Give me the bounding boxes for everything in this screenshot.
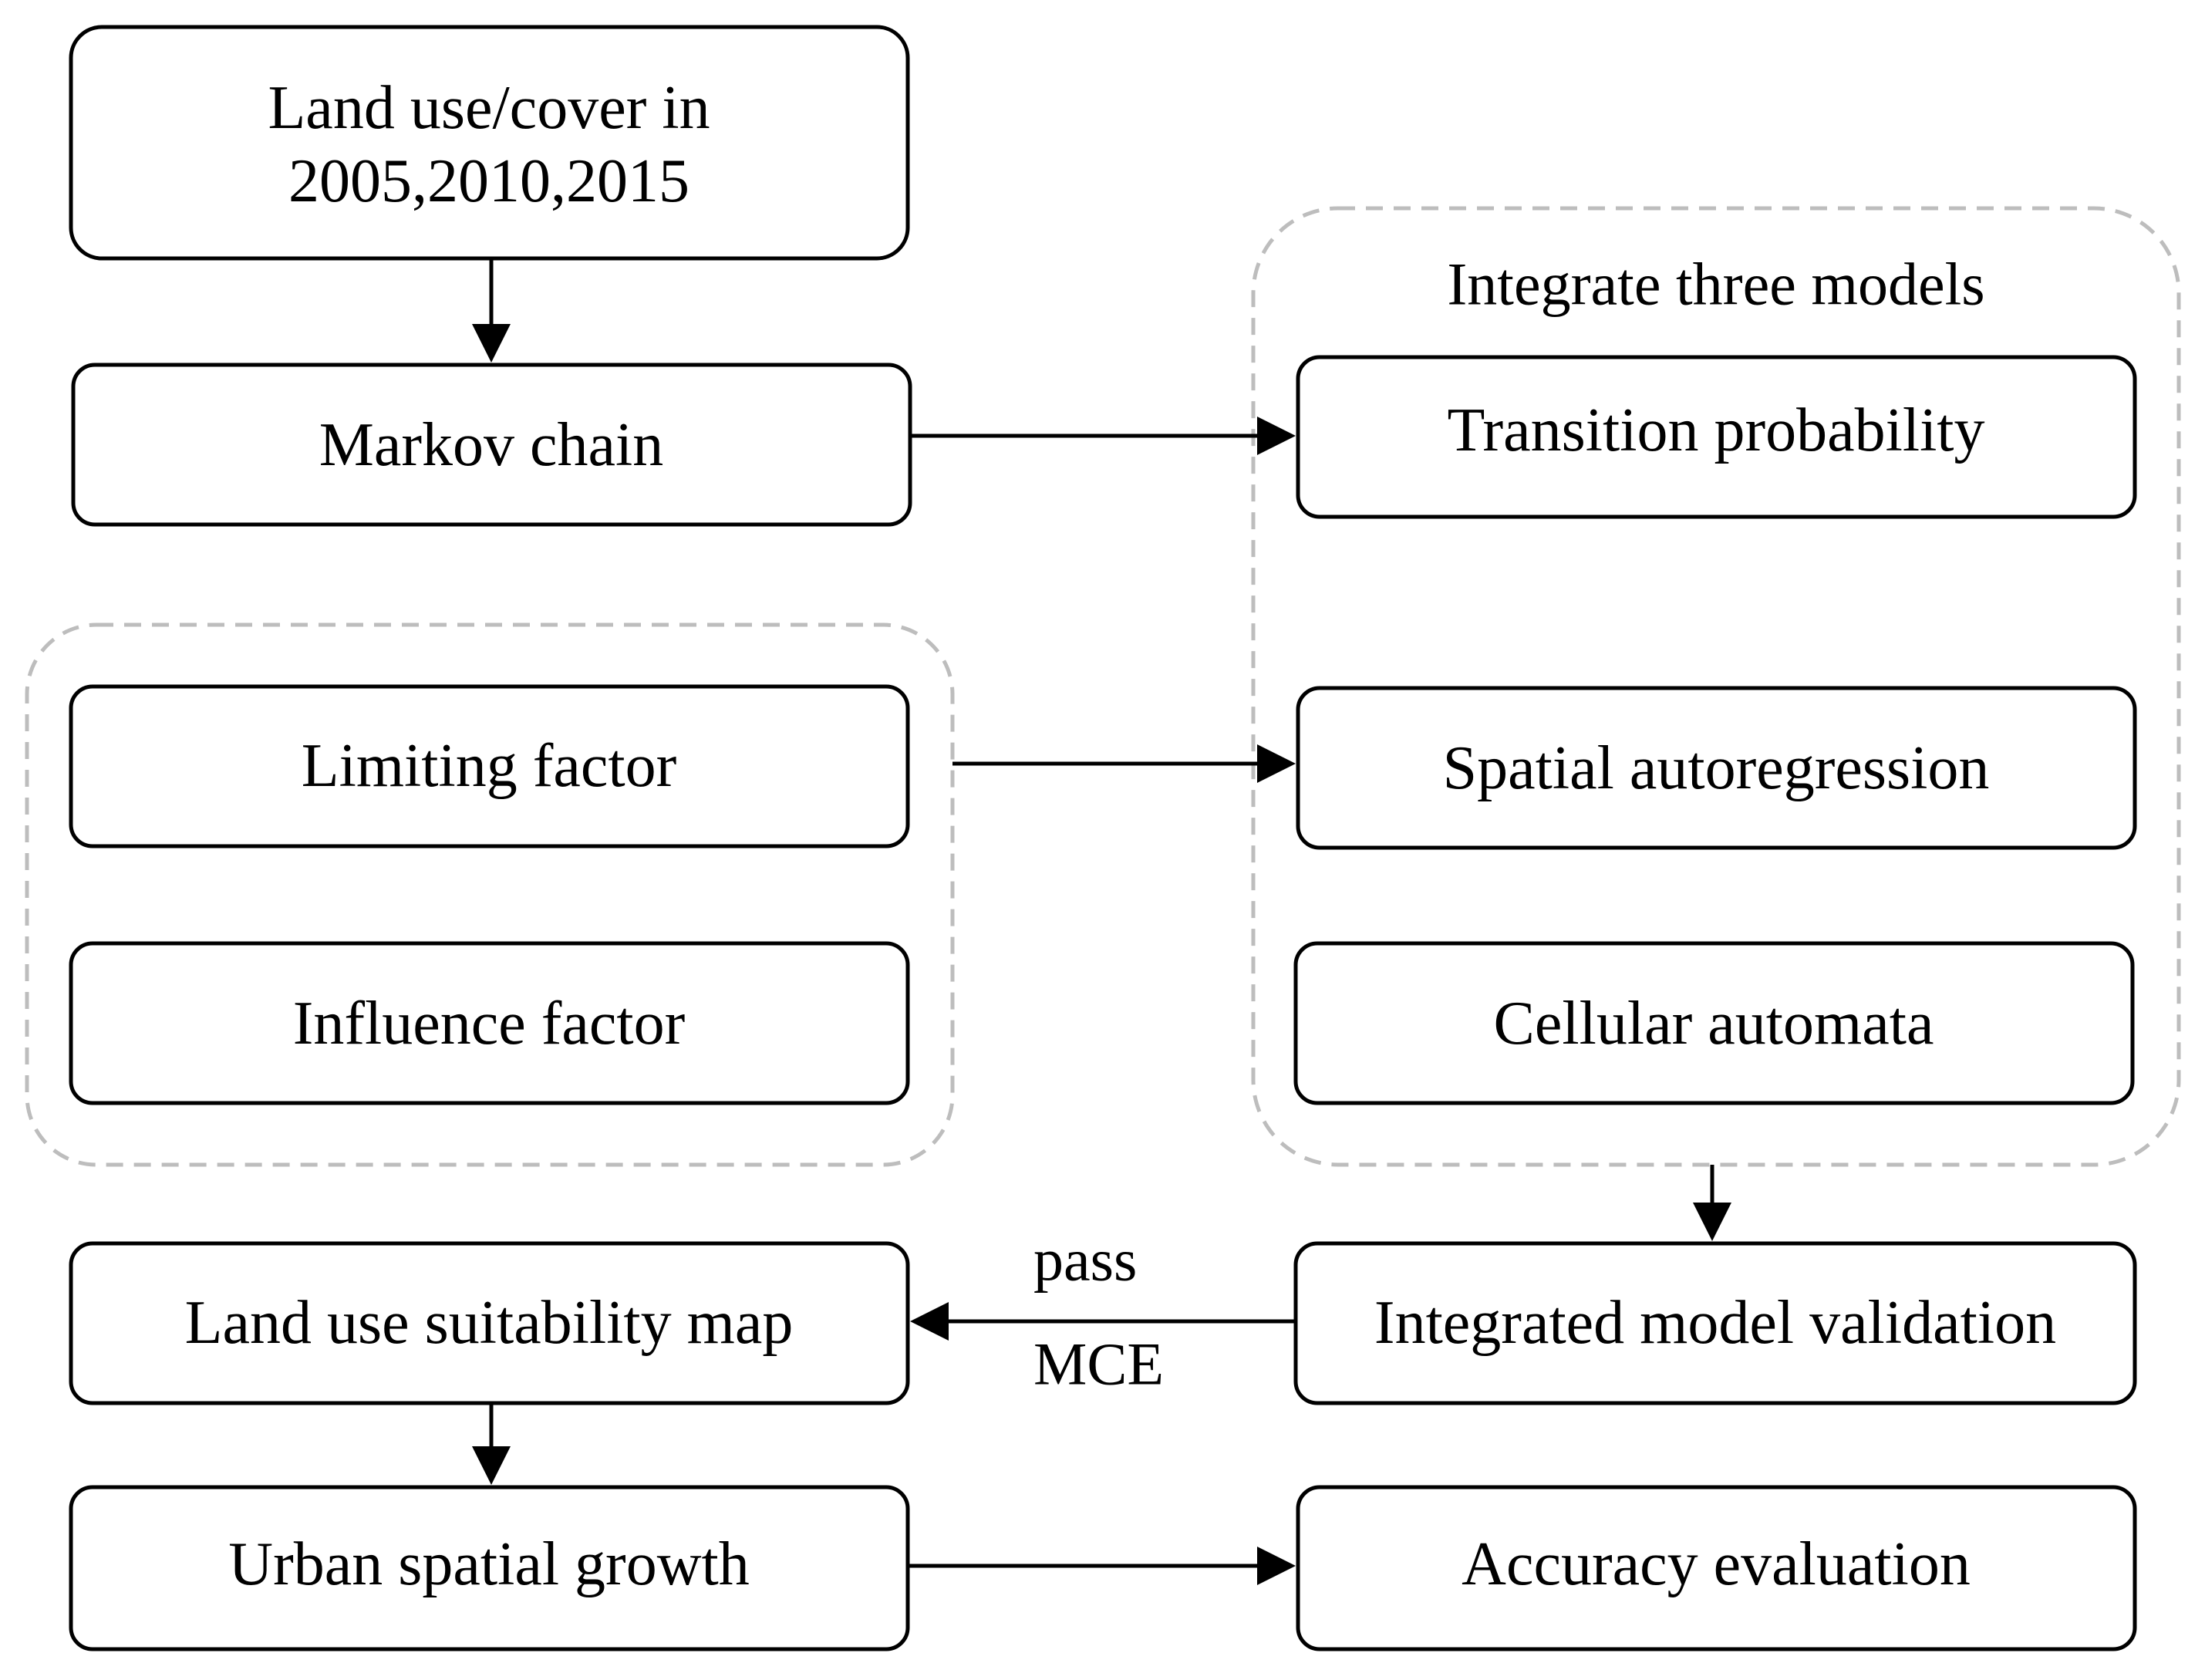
cellular-automata-label: Cellular automata (1494, 990, 1934, 1058)
transition-probability-node: Transition probability (1296, 355, 2137, 519)
influence-factor-label: Influence factor (293, 990, 686, 1058)
limiting-factor-label: Limiting factor (302, 732, 677, 800)
urban-spatial-growth-node: Urban spatial growth (69, 1485, 910, 1651)
influence-factor-node: Influence factor (69, 941, 910, 1105)
accuracy-evaluation-node: Accuracy evaluation (1296, 1485, 2137, 1651)
land-use-suitability-map-label: Land use suitability map (185, 1289, 794, 1357)
integrated-model-validation-label: Integrated model validation (1374, 1289, 2056, 1357)
integrated-model-validation-node: Integrated model validation (1293, 1241, 2137, 1405)
accuracy-evaluation-label: Accuracy evaluation (1462, 1530, 1971, 1598)
land-use-cover-label-line2: 2005,2010,2015 (288, 147, 689, 215)
limiting-factor-node: Limiting factor (69, 684, 910, 848)
land-use-cover-node: Land use/cover in 2005,2010,2015 (69, 25, 910, 261)
factors-group-frame (25, 622, 955, 1167)
transition-probability-label: Transition probability (1447, 396, 1984, 464)
urban-spatial-growth-label: Urban spatial growth (228, 1530, 749, 1598)
land-use-suitability-map-node: Land use suitability map (69, 1241, 910, 1405)
cellular-automata-node: Cellular automata (1293, 941, 2135, 1105)
integrate-models-title: Integrate three models (1447, 251, 1984, 318)
markov-chain-label: Markov chain (319, 411, 664, 479)
markov-chain-node: Markov chain (71, 363, 912, 527)
edge-label-pass: pass (1033, 1226, 1137, 1294)
land-use-cover-label-line1: Land use/cover in (268, 74, 710, 142)
edge-label-mce: MCE (1033, 1331, 1164, 1398)
spatial-autoregression-node: Spatial autoregression (1296, 686, 2137, 850)
integrate-models-group-frame (1251, 206, 2181, 1167)
spatial-autoregression-label: Spatial autoregression (1443, 734, 1990, 802)
